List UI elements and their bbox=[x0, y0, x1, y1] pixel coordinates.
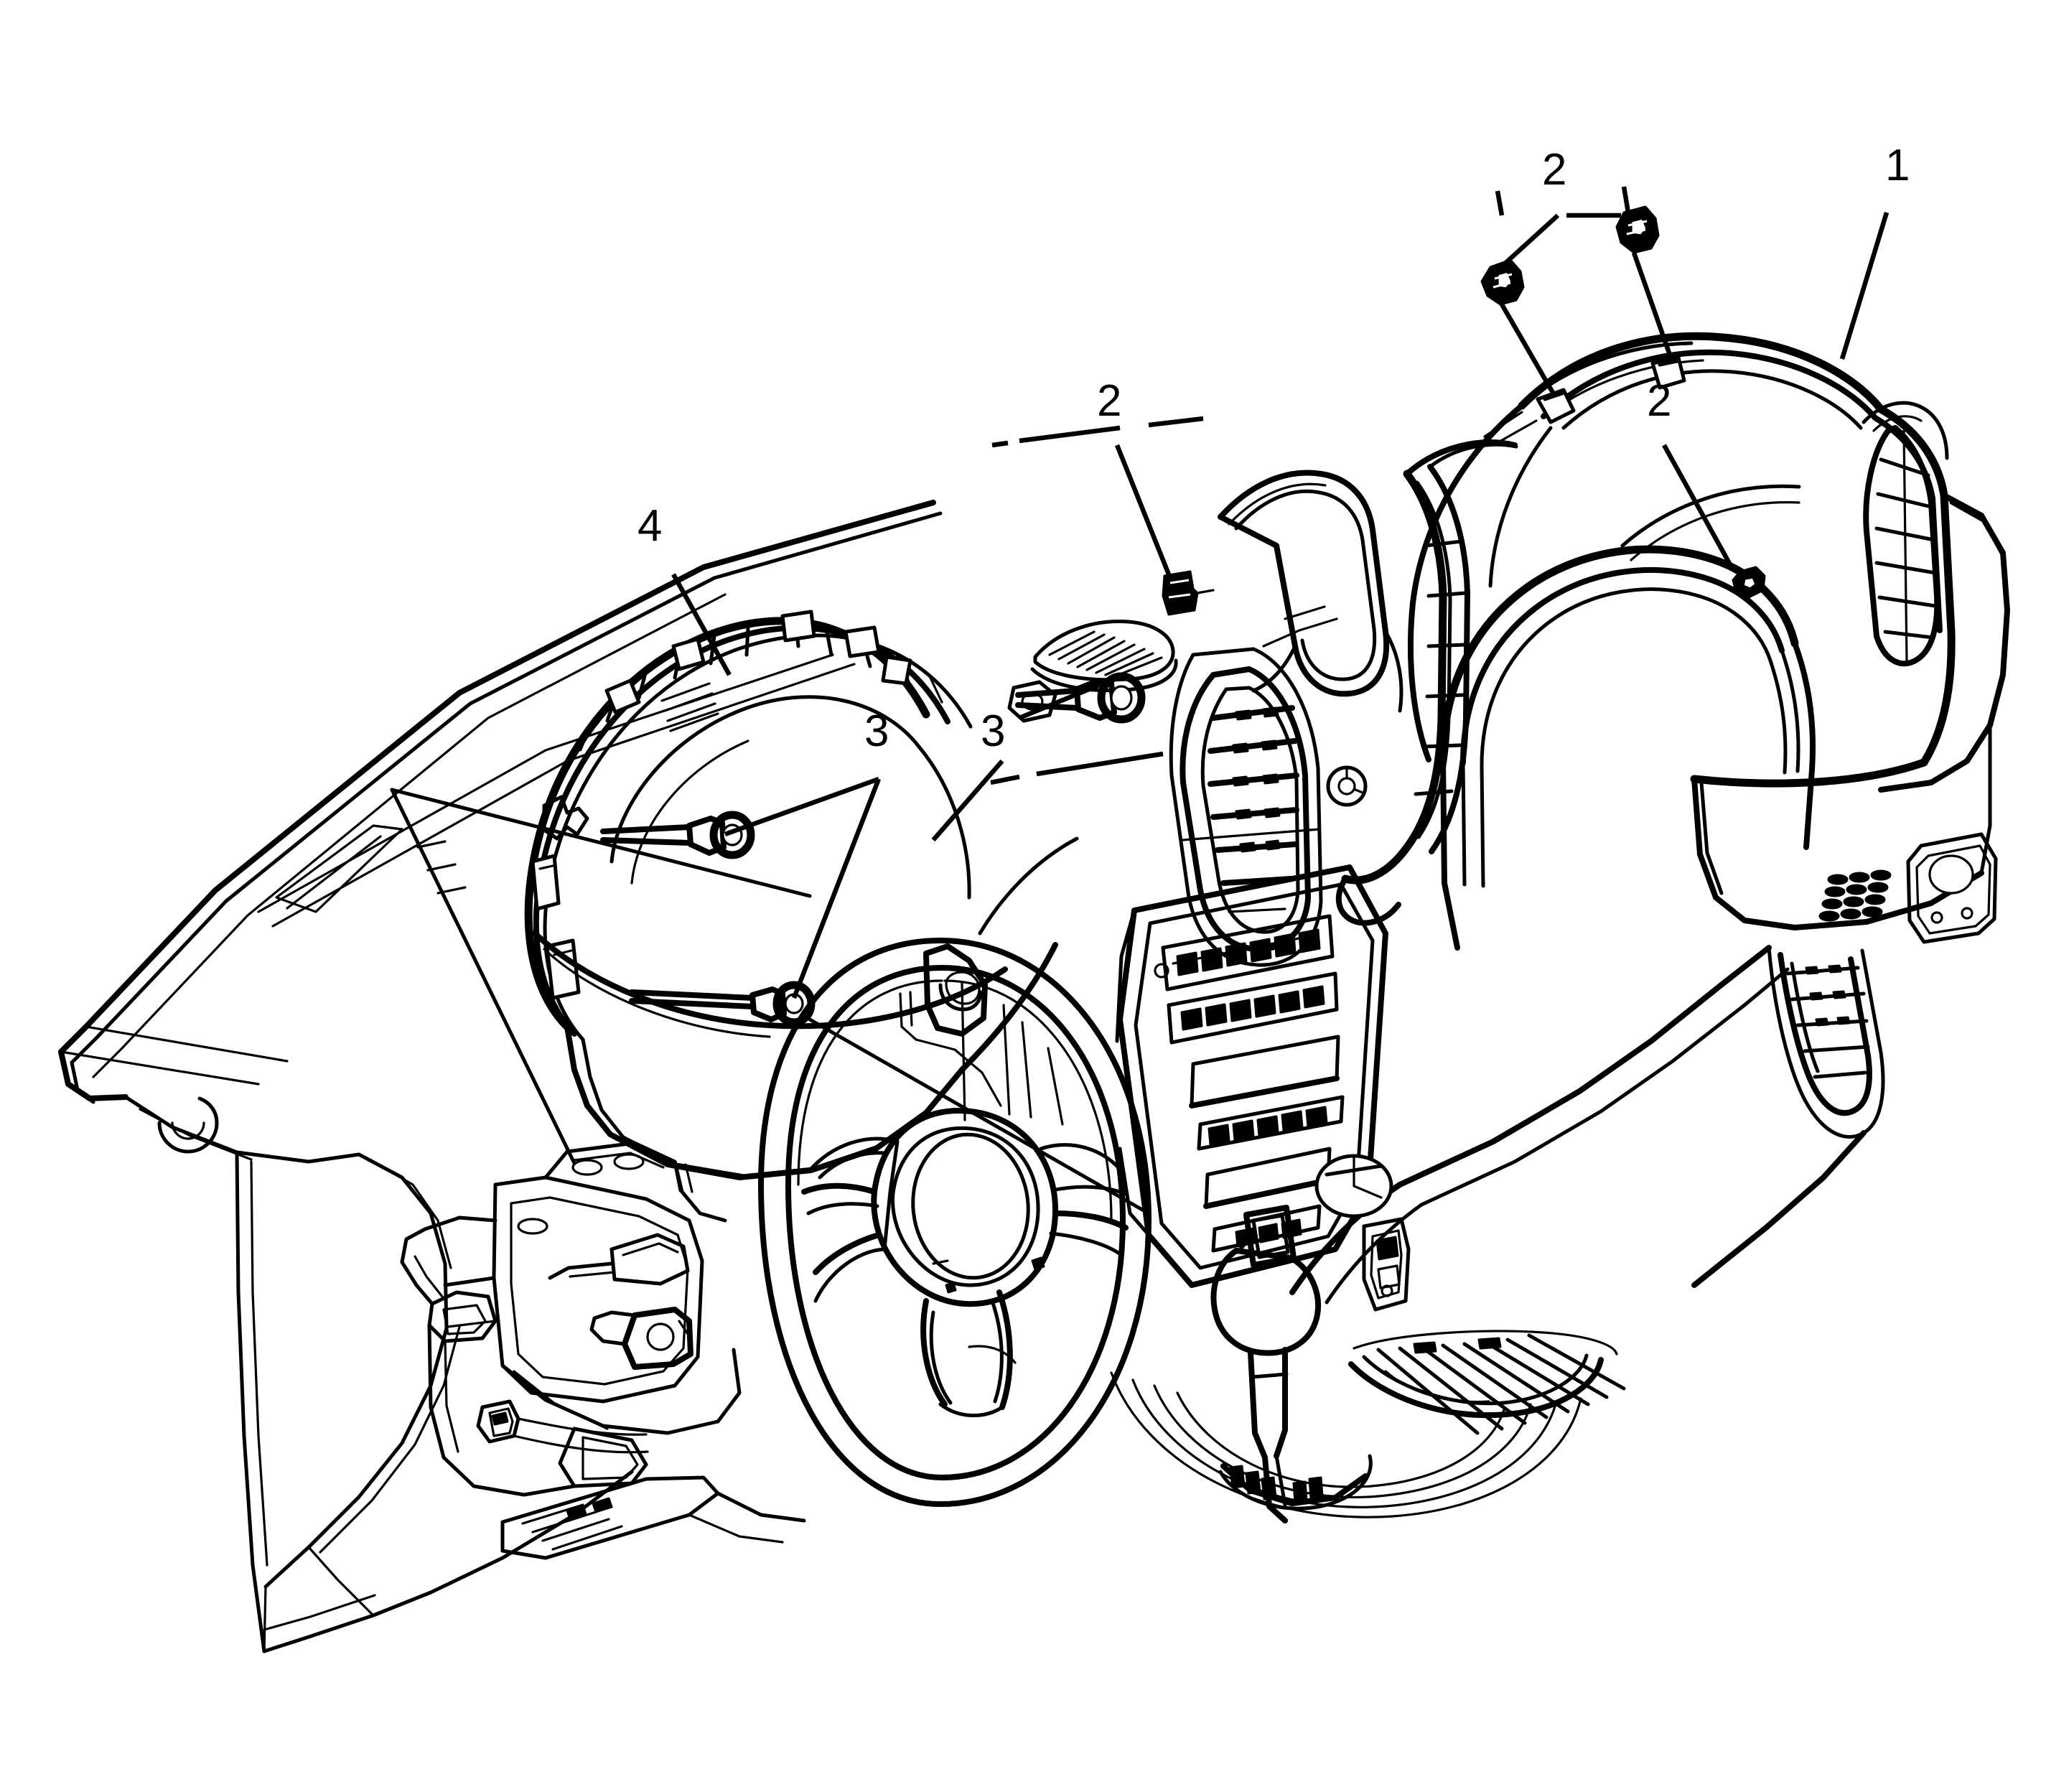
center-speaker-pod bbox=[1218, 470, 1403, 713]
reference-dash-line bbox=[991, 416, 1204, 448]
callout-3-right: 3 bbox=[981, 706, 1006, 756]
retaining-screw-cluster-upper bbox=[1015, 672, 1146, 724]
shift-lever bbox=[1110, 1205, 1626, 1523]
retaining-screw-cluster-left bbox=[600, 811, 755, 859]
callout-2-right: 2 bbox=[1647, 376, 1672, 426]
retainer-clip-upper-left bbox=[1480, 258, 1525, 306]
retainer-clip-upper-right bbox=[1615, 205, 1660, 254]
callout-3-left: 3 bbox=[864, 706, 889, 756]
center-air-outlets bbox=[1169, 647, 1368, 967]
callout-2-center: 2 bbox=[1097, 376, 1122, 426]
instrument-panel-upper-pad bbox=[1289, 332, 2010, 1305]
retaining-screw-cluster-lower bbox=[629, 981, 816, 1027]
retainer-clip-center bbox=[1162, 570, 1215, 616]
retainer-clip-right bbox=[1732, 566, 1766, 599]
instrument-cluster-trim-bezel bbox=[524, 610, 1079, 1223]
steering-column-assembly bbox=[400, 1141, 806, 1560]
steering-wheel bbox=[758, 938, 1152, 1507]
windshield-and-cowl bbox=[58, 500, 1338, 1653]
center-trim-spine bbox=[1335, 411, 1538, 926]
callout-2-left: 2 bbox=[1542, 145, 1567, 195]
callout-4: 4 bbox=[637, 501, 663, 551]
center-stack bbox=[1115, 864, 1411, 1312]
callout-1: 1 bbox=[1885, 141, 1910, 190]
callout-leader-lines bbox=[671, 186, 1889, 999]
